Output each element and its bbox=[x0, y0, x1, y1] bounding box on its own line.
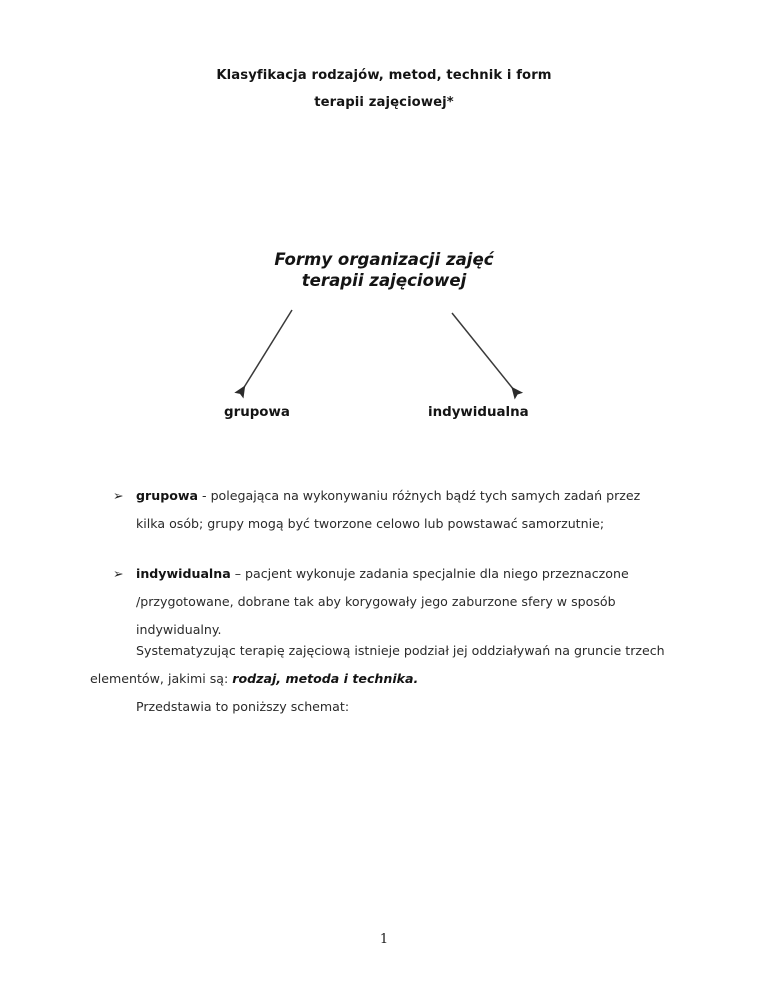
list-item-text: polegająca na wykonywaniu różnych bądź t… bbox=[136, 488, 641, 531]
closing-paragraph: Systematyzując terapię zajęciową istniej… bbox=[90, 637, 670, 721]
list-item-term: grupowa bbox=[136, 488, 198, 503]
page-number: 1 bbox=[379, 932, 389, 947]
page-title-line-1: Klasyfikacja rodzajów, metod, technik i … bbox=[216, 68, 552, 83]
list-item-term: indywidualna bbox=[136, 566, 231, 581]
diagram-heading: Formy organizacji zajęć terapii zajęciow… bbox=[0, 249, 768, 291]
closing-paragraph-second: Przedstawia to poniższy schemat: bbox=[136, 699, 350, 714]
branch-label-indywidualna: indywidualna bbox=[428, 405, 529, 420]
closing-text-part-1: Systematyzując terapię zajęciową istniej… bbox=[90, 643, 665, 686]
branch-label-grupowa: grupowa bbox=[224, 405, 290, 420]
list-item-text: pacjent wykonuje zadania specjalnie dla … bbox=[136, 566, 629, 637]
page-title-line-2: terapii zajęciowej* bbox=[314, 95, 454, 110]
list-item: ➢ grupowa - polegająca na wykonywaniu ró… bbox=[0, 482, 768, 538]
arrow-bullet-icon: ➢ bbox=[113, 488, 124, 503]
page-title: Klasyfikacja rodzajów, metod, technik i … bbox=[0, 62, 768, 116]
arrow-down-right bbox=[451, 312, 524, 400]
list-item-separator: - bbox=[198, 488, 211, 503]
closing-emphasis: rodzaj, metoda i technika. bbox=[232, 671, 419, 686]
diagram-heading-line-2: terapii zajęciowej bbox=[301, 271, 467, 290]
arrow-bullet-icon: ➢ bbox=[113, 566, 124, 581]
definition-list: ➢ grupowa - polegająca na wykonywaniu ró… bbox=[0, 482, 768, 666]
diagram-heading-line-1: Formy organizacji zajęć bbox=[274, 250, 494, 269]
list-item: ➢ indywidualna – pacjent wykonuje zadani… bbox=[0, 560, 768, 644]
arrow-down-left bbox=[234, 309, 293, 399]
closing-paragraph-first: Systematyzując terapię zajęciową istniej… bbox=[90, 637, 670, 693]
list-item-separator: – bbox=[230, 566, 246, 581]
